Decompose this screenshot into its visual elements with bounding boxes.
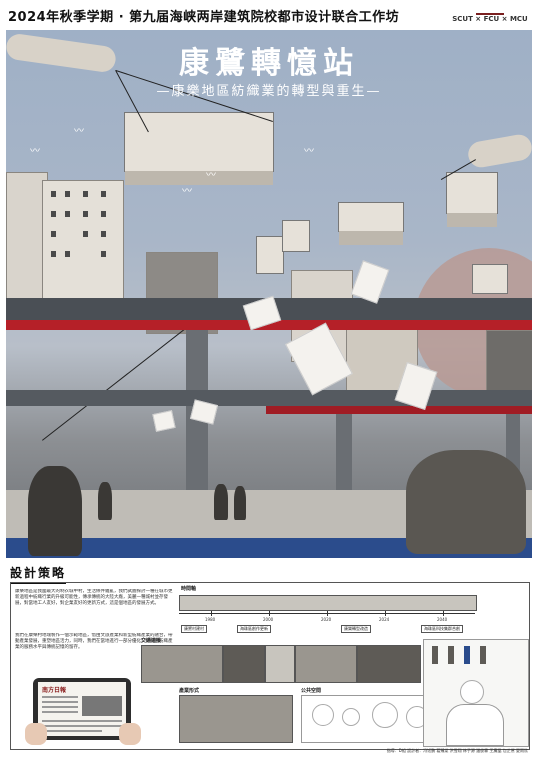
strategy-paragraph-1: 康樂地區是我國最大的制衣城中村，生活條件雜亂，我們試圖探討一種在城市更新過程中紡… (15, 589, 173, 606)
market-photo (179, 695, 293, 743)
lower-bridge (6, 390, 532, 406)
section-label-public: 公共空間 (301, 688, 322, 694)
hand-holding-tablet (25, 723, 47, 745)
street-photo (141, 645, 223, 683)
floating-building-block-small (256, 236, 284, 274)
timeline-event: 康鷺村建村 (181, 625, 207, 633)
tablet-screen: 南方日報 (38, 682, 126, 736)
university-logo: SCUT × FCU × MCU (450, 3, 530, 25)
sketch-person-head (460, 680, 484, 704)
bird-icon: 〰 (30, 146, 40, 157)
strategy-paragraph-2: 我們在康樂村地塊製作一個示範地區，借由文旅產業和新型紡織產業的融合，帶動產業發展… (15, 633, 173, 650)
water-band (6, 538, 532, 558)
timeline-event: 海珠區創作更新 (237, 625, 271, 633)
timeline-label: 時間軸 (181, 586, 197, 592)
pedestrian-figure (214, 484, 228, 520)
timeline-year: 2024 (379, 617, 390, 622)
timeline-year: 2040 (437, 617, 448, 622)
poster-title: 康鷺轉憶站 (179, 46, 359, 81)
floating-building-block-small-2 (282, 220, 310, 252)
hand-right-top (466, 132, 532, 170)
highway-red-band (6, 320, 532, 330)
strategy-title: 設計策略 (10, 566, 67, 584)
pedestrian-figure (234, 486, 246, 520)
street-photo (357, 645, 421, 683)
section-label-space: 產業形式 (179, 688, 200, 694)
floating-building-block-large (124, 112, 274, 185)
newspaper-photo (82, 696, 122, 716)
public-space-diagram (301, 695, 443, 743)
bird-icon: 〰 (182, 186, 192, 197)
floating-paper (152, 410, 176, 432)
pedestrian-figure (98, 482, 112, 520)
newspaper-masthead: 南方日報 (42, 687, 67, 694)
poster-illustration: 〰 〰 〰 〰 〰 康鷺轉憶站 —康樂地區紡織業的轉型與重生— (6, 30, 532, 558)
worker-figure-right (406, 450, 526, 554)
highway-pillar (336, 406, 352, 490)
timeline-year: 2000 (263, 617, 274, 622)
logo-text: SCUT × FCU × MCU (452, 15, 528, 23)
floating-building-block-right (446, 172, 498, 227)
header-title: 2024年秋季学期 · 第九届海峡两岸建筑院校都市设计联合工作坊 (8, 10, 400, 25)
timeline-year: 1980 (205, 617, 216, 622)
header-bar: 2024年秋季学期 · 第九届海峡两岸建筑院校都市设计联合工作坊 SCUT × … (0, 0, 538, 28)
street-photo (295, 645, 357, 683)
tablet-device: 南方日報 (33, 678, 131, 740)
bird-icon: 〰 (74, 126, 84, 137)
bird-icon: 〰 (206, 170, 216, 181)
sketch-figure-panel (423, 639, 529, 747)
lower-bridge-red-band (266, 406, 532, 414)
design-strategy-panel: 設計策略 康樂地區是我國最大的制衣城中村，生活條件雜亂，我們試圖探討一種在城市更… (0, 560, 538, 758)
sketch-person-body (446, 704, 504, 746)
building-left-2 (42, 180, 124, 302)
street-photo (223, 645, 265, 683)
logo-mark-icon (476, 3, 504, 15)
section-label-traffic: 交通連接 (141, 638, 162, 644)
timeline-event: 康樂轉型改造 (341, 625, 371, 633)
bird-icon: 〰 (304, 146, 314, 157)
building-left (6, 172, 48, 314)
street-photo (265, 645, 295, 683)
timeline-year: 2020 (321, 617, 332, 622)
poster-subtitle: —康樂地區紡織業的轉型與重生— (156, 84, 382, 99)
timeline-strip-photo (179, 595, 477, 611)
credits-text: 指導：D組 設計者：冯钰鹏 葛臻棠 洪雪翔 林子源 潘俊霖 王廣晶 包芷鶯 夏雨… (386, 748, 528, 753)
floating-building-block-right-2 (472, 264, 508, 294)
timeline-event: 海珠區科技集群合創 (421, 625, 463, 633)
hand-holding-tablet (119, 723, 141, 745)
floating-building-block-mid (338, 202, 404, 245)
strategy-content-box: 康樂地區是我國最大的制衣城中村，生活條件雜亂，我們試圖探討一種在城市更新過程中紡… (10, 582, 530, 750)
worker-figure-left (28, 466, 82, 556)
